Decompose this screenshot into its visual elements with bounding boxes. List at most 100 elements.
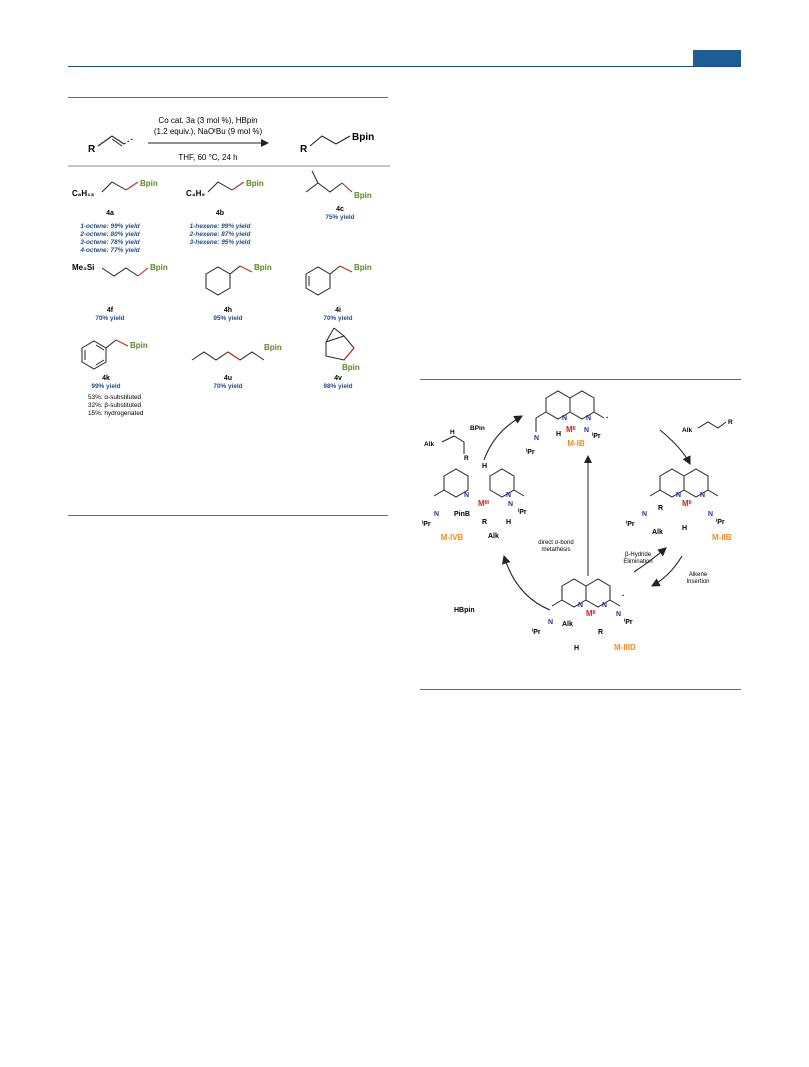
scheme-bottom-rule [68, 515, 388, 516]
m-ib-h: H [556, 431, 561, 438]
arrow-to-m-ivb [502, 554, 551, 611]
m-iiid-metal: Mᴵᴵ [586, 609, 596, 618]
hbpin-reagent: HBpin [454, 607, 475, 614]
product-4c-id: 4c [336, 206, 344, 213]
product-4a-prefix: C₆H₁₃ [72, 189, 94, 198]
product-4b-id: 4b [216, 210, 224, 217]
sigma-label-1: direct σ-bond [538, 540, 573, 546]
m-iib-h: H [682, 525, 687, 532]
beta-label-2: Elimination [623, 559, 652, 565]
m-iib-alk: Alk [652, 529, 663, 536]
arrow-to-m-ib [483, 415, 523, 461]
m-ivb-h: H [482, 463, 487, 470]
m-ib-ipr-right: ⁱPr [592, 431, 601, 440]
product-4a-id: 4a [106, 210, 114, 217]
insertion-label-1: Alkene [689, 572, 708, 578]
product-4b: C₄H₉ Bpin 4b 1-hexene: 99% yield 2-hexen… [186, 179, 264, 246]
m-ivb-metal: Mᴵᴵᴵ [478, 499, 490, 508]
catalytic-cycle-diagram: N N Mᴵᴵ · N ⁱPr H N ⁱPr M-IB N N Mᴵᴵ N ⁱ… [422, 390, 733, 652]
product-4u-bpin: Bpin [264, 343, 282, 352]
insertion-label-2: Insertion [686, 579, 709, 585]
product-4u-yield: 70% yield [213, 383, 242, 390]
product-4h-bpin: Bpin [254, 263, 272, 272]
complex-m-ib: N N Mᴵᴵ · N ⁱPr H N ⁱPr M-IB [526, 390, 609, 456]
product-4v-bpin: Bpin [342, 363, 360, 372]
m-ib-metal: Mᴵᴵ [566, 425, 576, 434]
scheme-top-rule [68, 97, 388, 98]
m-iib-ipr-left: ⁱPr [626, 519, 635, 528]
product-4k-bpin: Bpin [130, 341, 148, 350]
conditions-line-1: Co cat. 3a (3 mol %), HBpin [158, 116, 257, 125]
m-iib-label: M-IIB [712, 533, 732, 542]
header-accent-tab [693, 50, 741, 66]
m-iiid-n-right: N [602, 602, 607, 609]
m-ivb-ipr-left: ⁱPr [422, 519, 431, 528]
product-4a-yield-2: 2-octene: 80% yield [79, 231, 140, 238]
product-h: H [450, 429, 455, 436]
m-ivb-n-imine: N [434, 511, 439, 518]
m-ivb-n-amido: N [508, 501, 513, 508]
m-ivb-n-right: N [506, 492, 511, 499]
product-4u-id: 4u [224, 375, 232, 382]
m-ivb-ipr-right: ⁱPr [518, 507, 527, 516]
product-4a-yield-4: 4-octene: 77% yield [79, 247, 140, 254]
alkene-r: R [728, 419, 733, 426]
product-r: R [464, 455, 469, 462]
product-4h-yield: 95% yield [213, 315, 242, 322]
product-4b-yield-2: 2-hexene: 87% yield [189, 231, 252, 238]
product-4f-id: 4f [107, 307, 114, 314]
substrate-scope-scheme: R Co cat. 3a (3 mol %), HBpin (1.2 equiv… [68, 116, 390, 417]
arrow-to-m-iiid [651, 555, 683, 587]
m-ib-n-right: N [586, 415, 591, 422]
m-ib-n-imine: N [534, 435, 539, 442]
complex-m-iiid: N N Mᴵᴵ · N ⁱPr N ⁱPr Alk R H M-IIID [532, 578, 636, 652]
product-4b-prefix: C₄H₉ [186, 189, 205, 198]
beta-label-1: β-Hydride [625, 552, 652, 558]
product-4f-bpin: Bpin [150, 263, 168, 272]
m-ivb-label: M-IVB [441, 533, 464, 542]
m-ib-n-left: N [562, 415, 567, 422]
m-iib-n-imine: N [642, 511, 647, 518]
m-iib-r: R [658, 505, 663, 512]
m-ivb-alk: Alk [488, 533, 499, 540]
m-iib-metal: Mᴵᴵ [682, 499, 692, 508]
svg-text:·: · [622, 591, 625, 600]
product-4i: Bpin 4i 70% yield [305, 263, 372, 322]
m-iiid-r: R [598, 629, 603, 636]
product-alk: Alk [424, 441, 435, 448]
alkene-reagent: Alk R [682, 419, 733, 434]
m-ivb-r: R [482, 519, 487, 526]
complex-m-iib: N N Mᴵᴵ N ⁱPr N ⁱPr R Alk H M-IIB [626, 468, 732, 542]
cycle-top-rule [420, 379, 741, 380]
m-iiid-alk: Alk [562, 621, 573, 628]
product-4h-id: 4h [224, 307, 232, 314]
arrow-to-m-iib [659, 429, 691, 465]
product-4h: Bpin 4h 95% yield [205, 263, 272, 322]
complex-m-ivb: H N N Mᴵᴵᴵ N ⁱPr PinB N ⁱPr R H Alk M-IV… [422, 463, 527, 542]
product-4i-yield: 70% yield [323, 315, 352, 322]
product-4c-yield: 75% yield [325, 214, 354, 221]
product-4i-bpin: Bpin [354, 263, 372, 272]
sigma-label-2: metathesis [541, 547, 570, 553]
product-4u: Bpin 4u 70% yield [191, 343, 282, 390]
m-iib-n-amido: N [708, 511, 713, 518]
product-bpin: BPin [470, 425, 485, 432]
cycle-bottom-rule [420, 689, 741, 690]
product-r: R [300, 144, 308, 155]
m-iib-n-left: N [676, 492, 681, 499]
m-iiid-n-left: N [578, 602, 583, 609]
reaction-equation: R Co cat. 3a (3 mol %), HBpin (1.2 equiv… [88, 116, 374, 162]
product-4v-id: 4v [334, 375, 342, 382]
m-ib-ipr-left: ⁱPr [526, 447, 535, 456]
product-4v-yield: 98% yield [323, 383, 352, 390]
product-4b-yield-3: 3-hexene: 95% yield [190, 239, 252, 246]
product-4f: Me₃Si Bpin 4f 70% yield [72, 263, 168, 322]
m-ivb-pinb: PinB [454, 511, 470, 518]
m-iiid-label: M-IIID [614, 643, 636, 652]
product-4k-note-2: 32%: β-substituted [88, 402, 141, 409]
m-ib-label: M-IB [567, 439, 585, 448]
product-4k-note-1: 53%: α-substituted [88, 394, 142, 401]
product-4c-bpin: Bpin [354, 191, 372, 200]
product-4a-bpin: Bpin [140, 179, 158, 188]
m-ivb-n-left: N [464, 492, 469, 499]
